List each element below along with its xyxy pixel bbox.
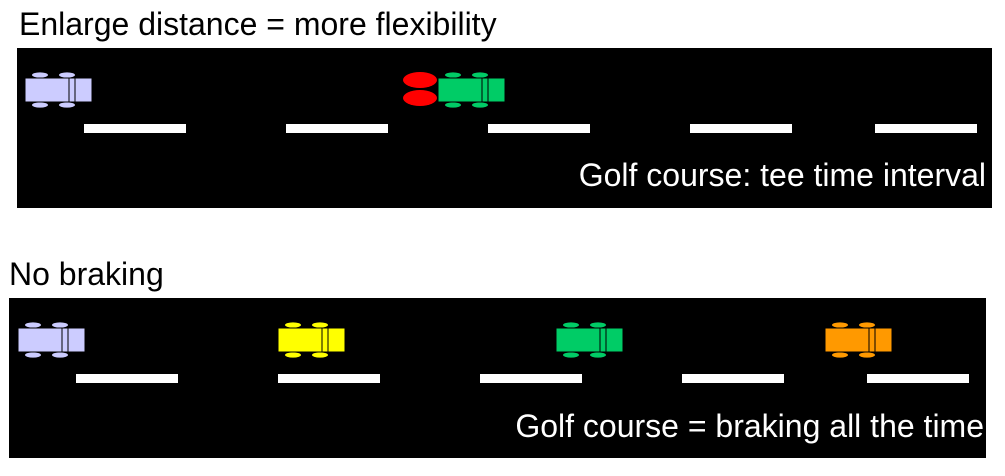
lane-marking [84, 124, 186, 133]
scene2-caption: Golf course = braking all the time [515, 408, 984, 444]
lane-marking [278, 374, 380, 383]
lane-marking [875, 124, 977, 133]
car-green-icon [555, 322, 624, 358]
scene1-road: Golf course: tee time interval [17, 48, 992, 208]
scene1-caption: Golf course: tee time interval [578, 157, 986, 193]
lane-marking [690, 124, 792, 133]
lane-marking [682, 374, 784, 383]
lane-marking [286, 124, 388, 133]
lane-marking [867, 374, 969, 383]
lane-marking [488, 124, 590, 133]
lane-marking [480, 374, 582, 383]
scene2-title: No braking [9, 256, 164, 292]
car-orange-icon [824, 322, 893, 358]
lane-marking [76, 374, 178, 383]
car-lavender-icon [24, 72, 93, 108]
car-green-icon [437, 72, 506, 108]
brake-light-icon [403, 72, 437, 106]
scene2-road: Golf course = braking all the time [9, 298, 986, 458]
car-yellow-icon [277, 322, 346, 358]
car-lavender-icon [17, 322, 86, 358]
scene1-title: Enlarge distance = more flexibility [19, 6, 497, 42]
